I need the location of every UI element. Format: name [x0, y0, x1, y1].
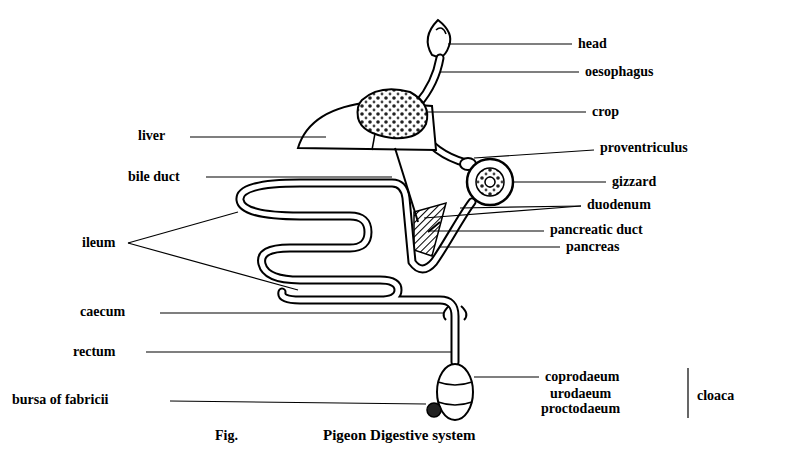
part-label: crop	[592, 103, 619, 121]
part-label: urodaeum	[550, 385, 611, 403]
part-label: oesophagus	[585, 63, 653, 81]
part-label: bursa of fabricii	[12, 391, 108, 409]
part-label: ileum	[82, 234, 115, 252]
part-label: pancreas	[566, 238, 619, 256]
figure-caption: Pigeon Digestive system	[323, 426, 475, 444]
part-label: head	[578, 35, 607, 53]
part-label: cloaca	[697, 387, 734, 405]
part-label: bile duct	[128, 168, 180, 186]
part-label: duodenum	[587, 196, 651, 214]
part-label: caecum	[80, 303, 125, 321]
part-label: pancreatic duct	[550, 221, 643, 239]
part-label: proctodaeum	[541, 400, 620, 418]
part-label: Fig.	[215, 427, 238, 445]
part-label: rectum	[73, 343, 116, 361]
part-label: gizzard	[612, 173, 656, 191]
part-label: coprodaeum	[545, 368, 619, 386]
part-label: liver	[138, 127, 165, 145]
part-label: proventriculus	[600, 139, 688, 157]
